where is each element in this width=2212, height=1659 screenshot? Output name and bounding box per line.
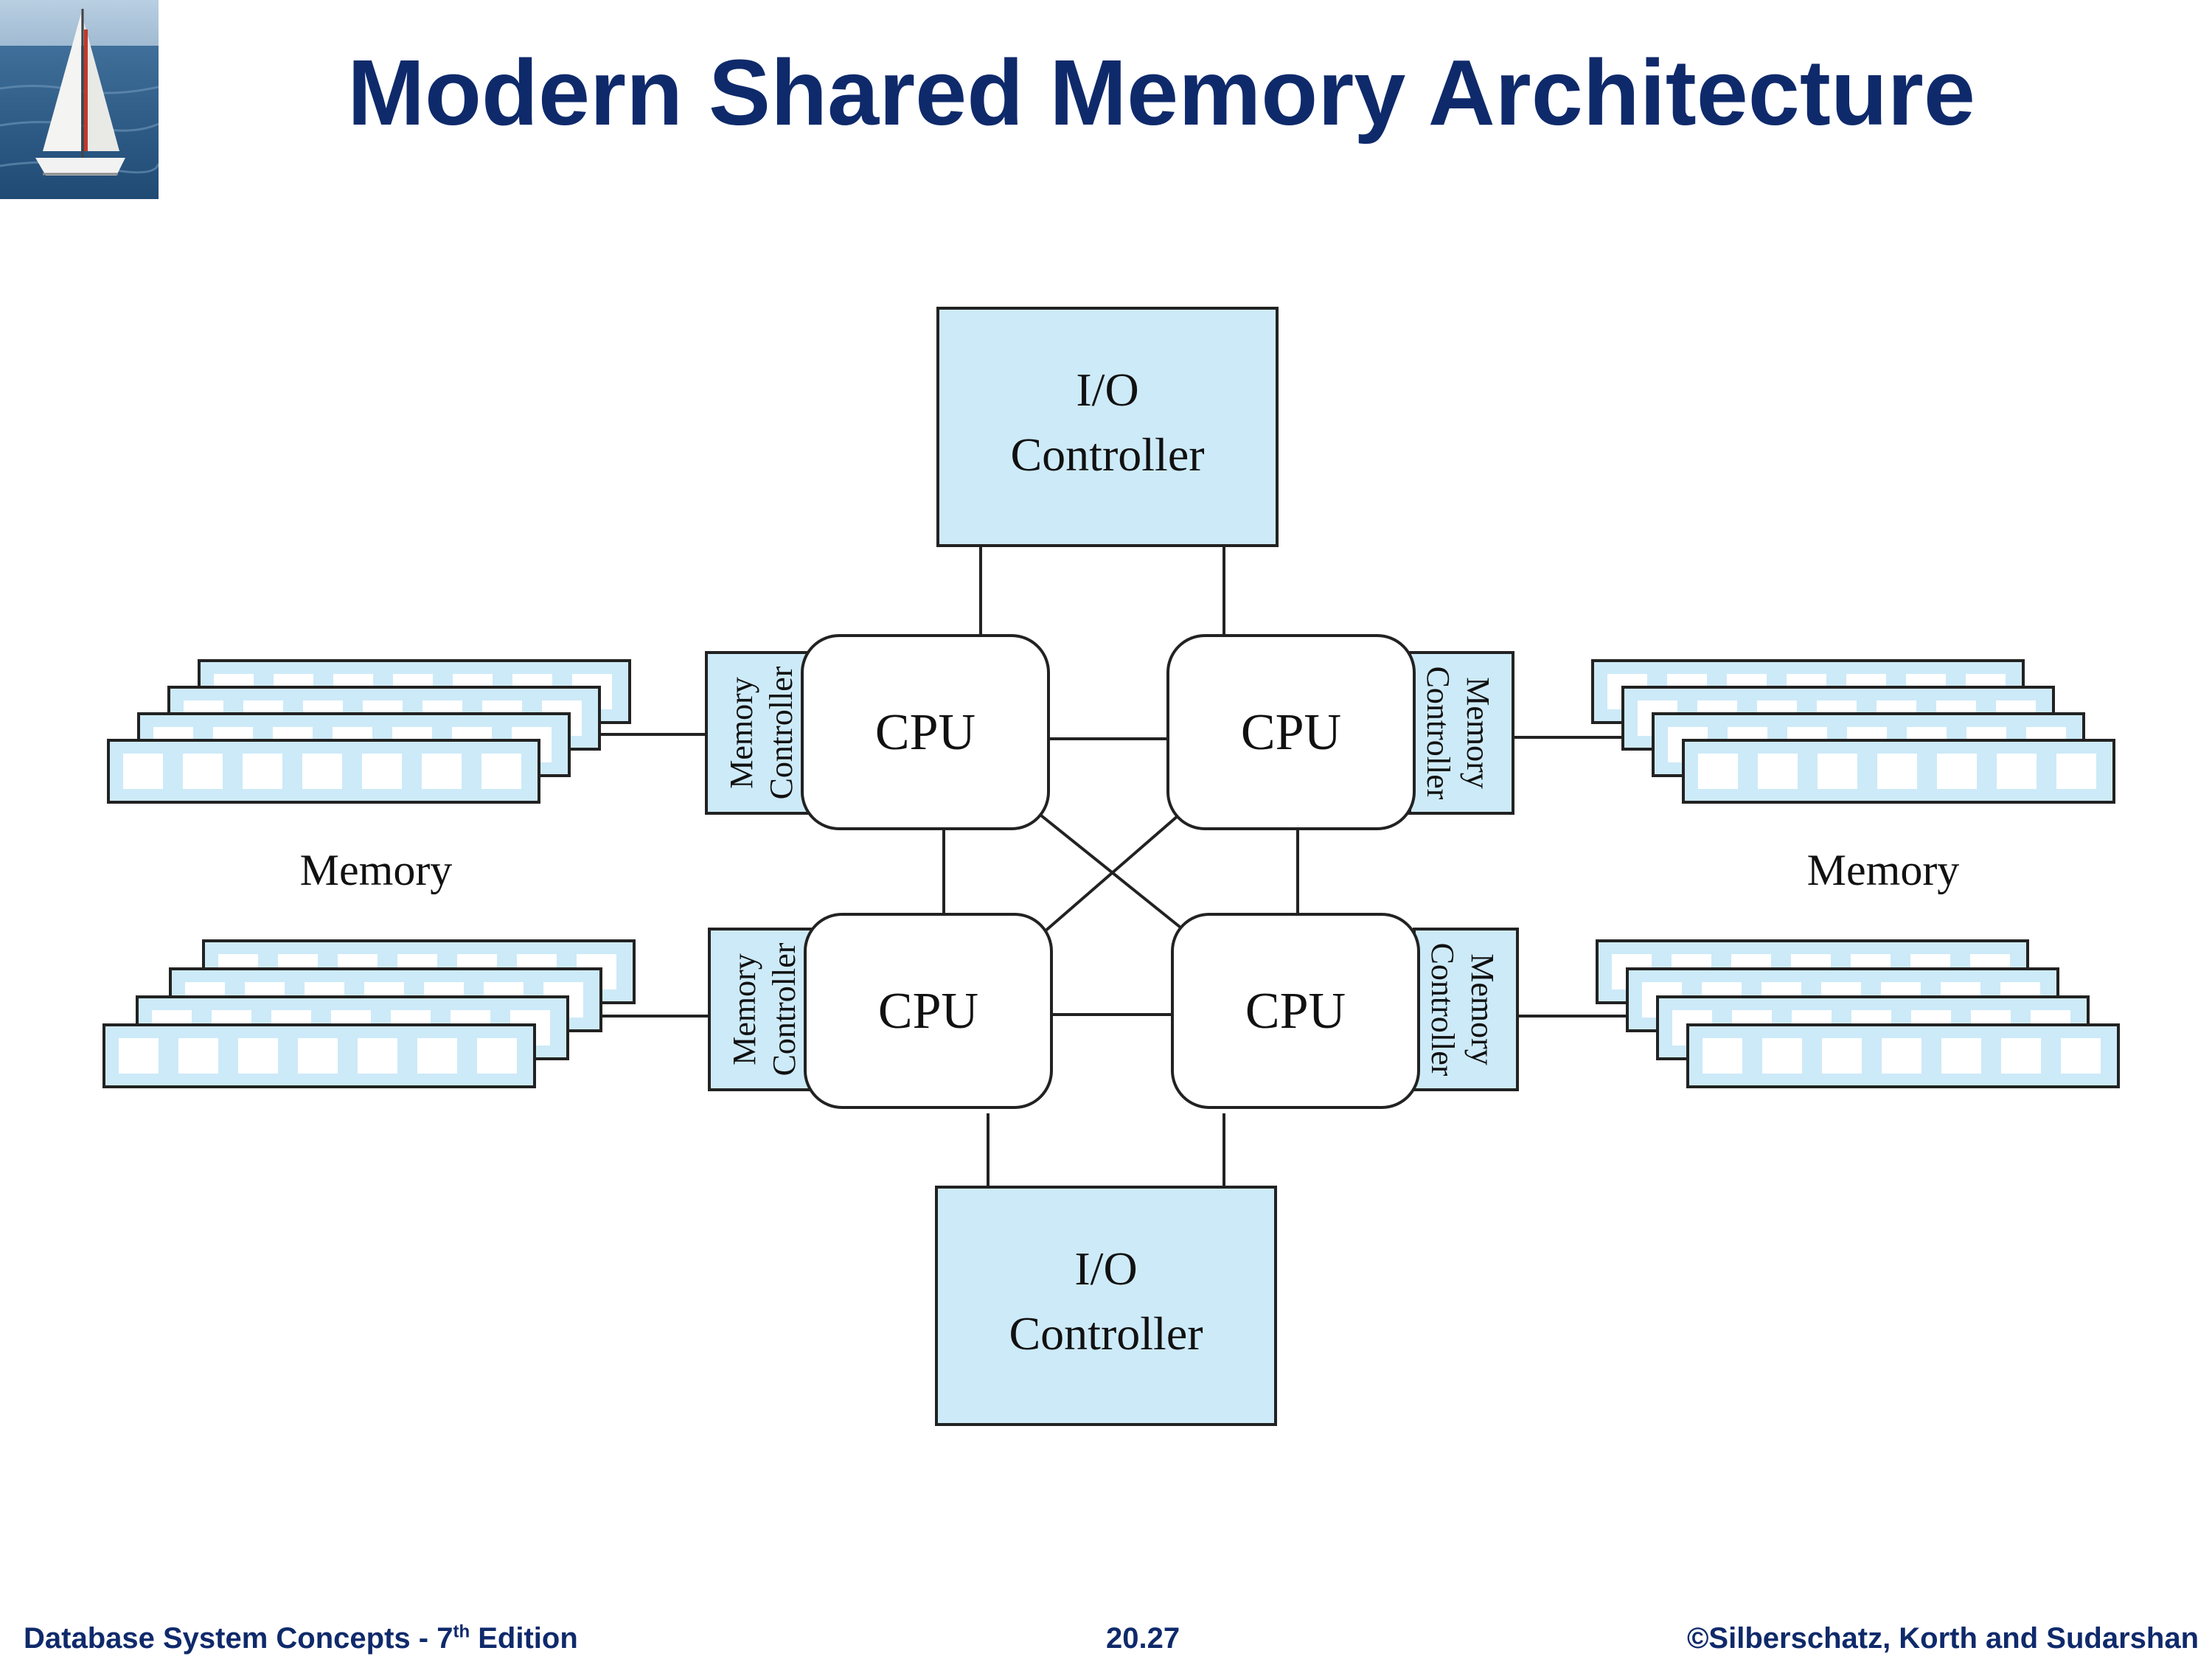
- cpu-bottom-right: CPU: [1171, 913, 1420, 1109]
- memory-chip: [481, 754, 521, 789]
- cpu-top-right: CPU: [1166, 634, 1416, 830]
- memory-chip: [1758, 754, 1798, 789]
- memory-chip: [477, 1038, 517, 1074]
- memory-controller-top-right: Memory Controller: [1408, 651, 1514, 815]
- cpu-bottom-right-label: CPU: [1245, 983, 1346, 1040]
- footer-book-sup: th: [453, 1621, 470, 1642]
- memory-label-right: Memory: [1807, 846, 1960, 894]
- memory-controller-tr-line2: Controller: [1420, 667, 1456, 800]
- io-controller-bottom: I/O Controller: [935, 1186, 1277, 1426]
- memory-controller-bottom-left: Memory Controller: [708, 928, 814, 1091]
- footer-page-number: 20.27: [1106, 1622, 1180, 1655]
- memory-controller-bl-line1: Memory: [726, 953, 762, 1065]
- cpu-bottom-left: CPU: [804, 913, 1053, 1109]
- memory-chip: [358, 1038, 397, 1074]
- memory-controller-tl-line1: Memory: [723, 677, 759, 789]
- cpu-bottom-left-label: CPU: [878, 983, 978, 1040]
- memory-chip: [422, 754, 462, 789]
- memory-controller-top-left: Memory Controller: [705, 651, 811, 815]
- memory-chip: [178, 1038, 218, 1074]
- memory-chip: [1818, 754, 1857, 789]
- memory-chip: [1698, 754, 1738, 789]
- memory-chip: [1882, 1038, 1921, 1074]
- cpu-top-left-label: CPU: [875, 704, 975, 761]
- memory-controller-br-line1: Memory: [1464, 953, 1500, 1065]
- page-title: Modern Shared Memory Architecture: [347, 41, 1975, 145]
- memory-controller-bottom-right: Memory Controller: [1413, 928, 1519, 1091]
- io-controller-top: I/O Controller: [936, 307, 1279, 547]
- memory-stack-bottom-left: [102, 939, 636, 1088]
- memory-stack-bottom-right: [1596, 939, 2120, 1088]
- memory-chip: [1941, 1038, 1981, 1074]
- io-controller-bottom-line1: I/O: [1074, 1242, 1137, 1295]
- connection-lines: [597, 546, 1627, 1187]
- memory-module: [1686, 1023, 2120, 1088]
- memory-chip: [417, 1038, 457, 1074]
- memory-controller-tr-line1: Memory: [1460, 677, 1496, 789]
- memory-chip: [2061, 1038, 2101, 1074]
- footer-copyright: ©Silberschatz, Korth and Sudarshan: [1686, 1622, 2199, 1655]
- io-controller-top-line1: I/O: [1076, 364, 1138, 416]
- memory-module: [102, 1023, 536, 1088]
- memory-chip: [362, 754, 402, 789]
- sailboat-icon: [0, 0, 159, 199]
- memory-chip: [1877, 754, 1917, 789]
- memory-chip: [243, 754, 282, 789]
- memory-chip: [1703, 1038, 1742, 1074]
- memory-label-left: Memory: [300, 846, 453, 894]
- cpu-top-right-label: CPU: [1241, 704, 1341, 761]
- memory-chip: [2001, 1038, 2041, 1074]
- memory-chip: [183, 754, 223, 789]
- memory-chip: [302, 754, 342, 789]
- memory-chip: [123, 754, 163, 789]
- io-controller-bottom-line2: Controller: [1009, 1307, 1203, 1360]
- memory-chip: [1822, 1038, 1862, 1074]
- memory-chip: [1997, 754, 2037, 789]
- io-controller-top-line2: Controller: [1010, 428, 1204, 481]
- memory-stack-top-left: [107, 659, 631, 804]
- memory-controller-tl-line2: Controller: [763, 666, 799, 799]
- memory-chip: [119, 1038, 159, 1074]
- memory-stack-top-right: [1591, 659, 2115, 804]
- footer-book-end: Edition: [470, 1622, 578, 1655]
- memory-chip: [238, 1038, 278, 1074]
- cpu-top-left: CPU: [801, 634, 1050, 830]
- memory-chip: [1762, 1038, 1802, 1074]
- memory-module: [1682, 739, 2115, 804]
- memory-chip: [1937, 754, 1977, 789]
- footer-book-title: Database System Concepts - 7th Edition: [24, 1621, 578, 1656]
- memory-chip: [2056, 754, 2096, 789]
- memory-controller-br-line2: Controller: [1425, 943, 1461, 1077]
- memory-module: [107, 739, 540, 804]
- memory-controller-bl-line2: Controller: [766, 942, 802, 1076]
- memory-chip: [298, 1038, 338, 1074]
- footer-book-main: Database System Concepts - 7: [24, 1622, 453, 1655]
